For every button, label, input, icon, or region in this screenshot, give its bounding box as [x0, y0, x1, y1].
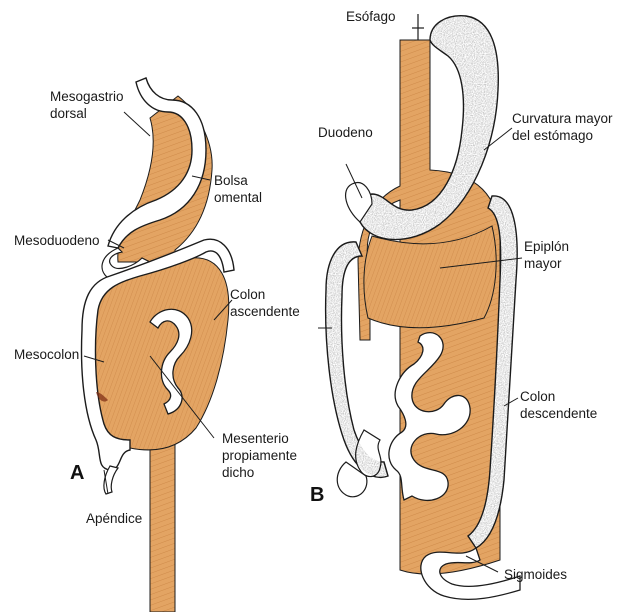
label-curvatura-mayor: Curvatura mayor del estómago — [512, 110, 613, 144]
label-mesogastrio-dorsal: Mesogastrio dorsal — [50, 88, 124, 122]
label-colon-descendente: Colon descendente — [520, 388, 597, 422]
panel-letter-b-text: B — [310, 484, 324, 507]
label-epiplon-mayor: Epiplón mayor — [524, 238, 569, 272]
label-mesocolon: Mesocolon — [14, 346, 79, 363]
label-mesenterio-propiamente-dicho: Mesenterio propiamente dicho — [222, 430, 297, 481]
label-colon-ascendente: Colon ascendente — [230, 286, 300, 320]
panel-letter-a-text: A — [70, 462, 84, 485]
label-sigmoides: Sigmoides — [504, 566, 567, 583]
panel-a — [82, 78, 234, 612]
label-bolsa-omental: Bolsa omental — [214, 172, 262, 206]
panel-b — [318, 14, 522, 599]
label-duodeno: Duodeno — [318, 124, 373, 141]
label-apendice: Apéndice — [86, 510, 142, 527]
label-mesoduodeno: Mesoduodeno — [14, 232, 100, 249]
label-esofago: Esófago — [346, 8, 396, 25]
